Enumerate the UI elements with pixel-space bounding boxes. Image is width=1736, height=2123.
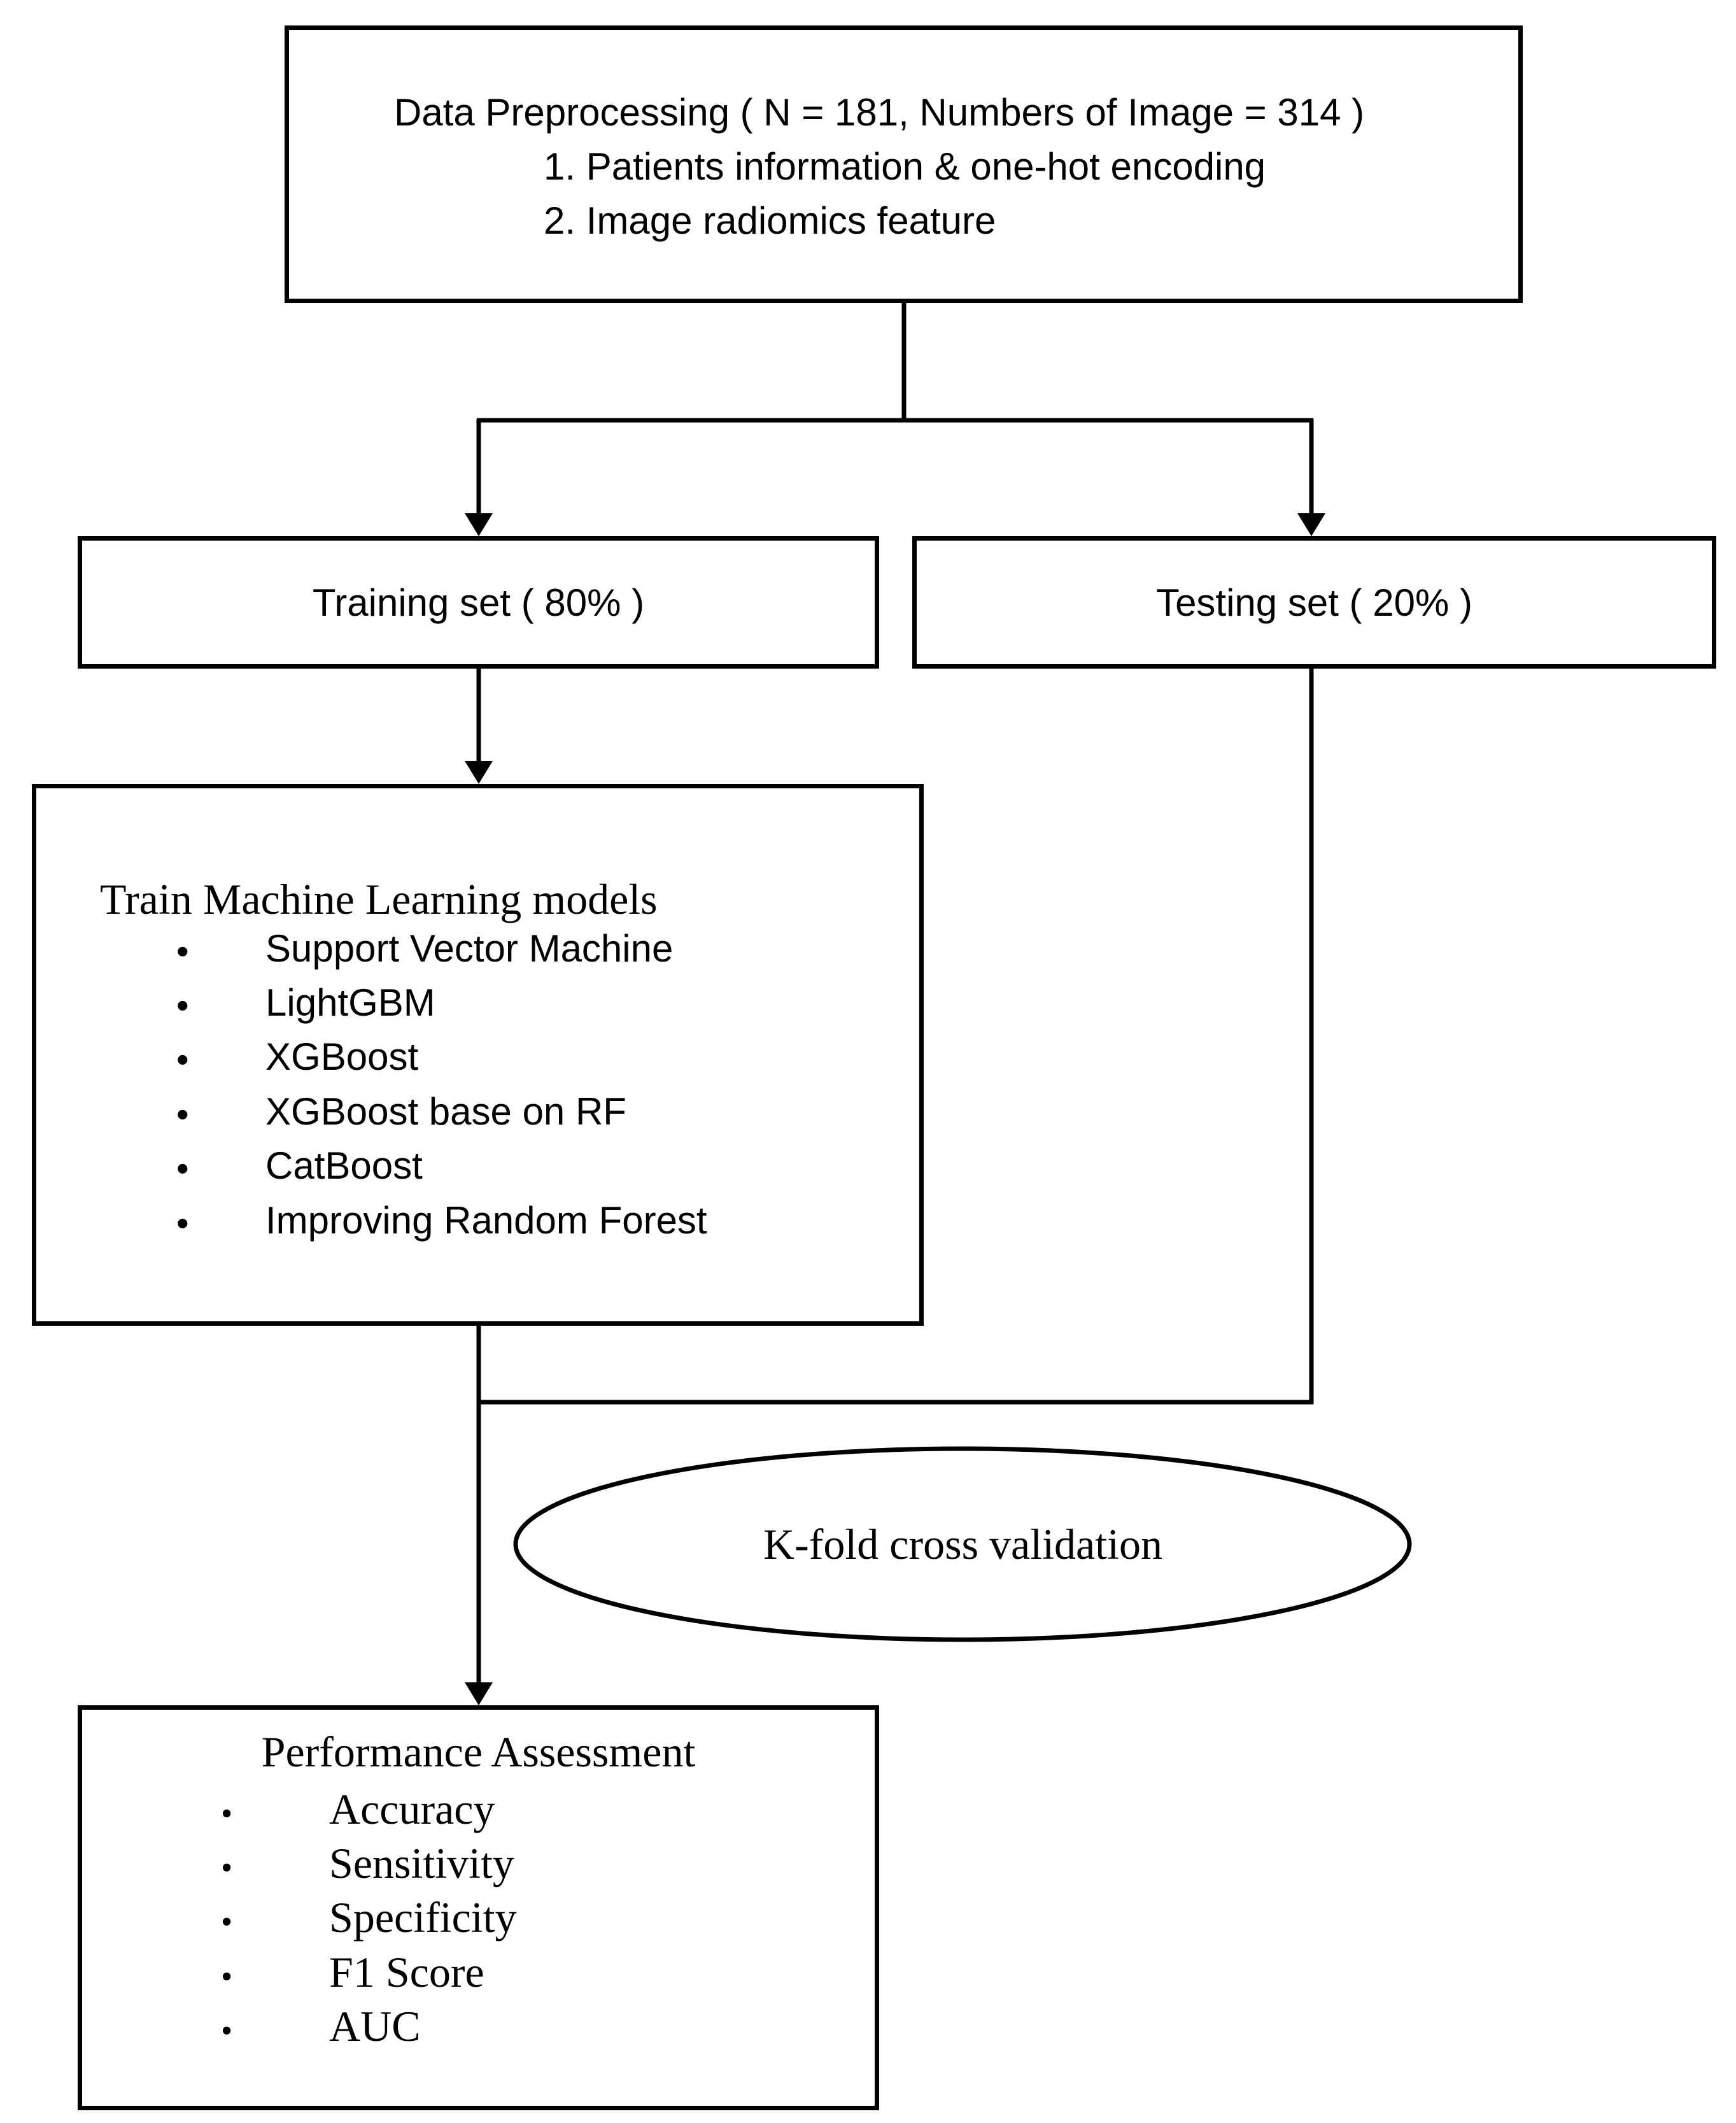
bullet-icon: • [176,1094,189,1134]
model-item: Improving Random Forest [265,1199,707,1242]
preprocessing-item: 2. Image radiomics feature [544,199,996,242]
models-title: Train Machine Learning models [100,875,658,923]
bullet-icon: • [221,1904,233,1940]
bullet-icon: • [176,931,189,971]
performance-box: Performance Assessment • Accuracy • Sens… [78,1705,879,2110]
bullet-icon: • [221,2013,233,2049]
kfold-label: K-fold cross validation [763,1520,1162,1568]
bullet-icon: • [176,985,189,1025]
testing-set-box: Testing set ( 20% ) [912,536,1716,669]
model-item: CatBoost [265,1144,423,1187]
arrow-to-training [465,513,493,536]
bullet-icon: • [221,1796,233,1832]
models-box: Train Machine Learning models • Support … [32,784,924,1326]
arrow-to-models [465,761,493,784]
metric-item: Accuracy [329,1785,495,1833]
metric-item: F1 Score [329,1948,484,1996]
preprocessing-item: 1. Patients information & one-hot encodi… [544,145,1266,188]
model-item: XGBoost [265,1035,419,1078]
preprocessing-box: Data Preprocessing ( N = 181, Numbers of… [285,25,1523,303]
preprocessing-title: Data Preprocessing ( N = 181, Numbers of… [394,91,1365,134]
training-set-label: Training set ( 80% ) [312,581,645,624]
model-item: XGBoost base on RF [265,1090,626,1133]
bullet-icon: • [176,1148,189,1188]
model-item: Support Vector Machine [265,927,674,970]
arrow-to-performance [465,1682,493,1705]
bullet-icon: • [221,1959,233,1995]
arrow-to-testing [1297,513,1325,536]
performance-title: Performance Assessment [261,1728,696,1776]
model-item: LightGBM [265,981,435,1024]
bullet-icon: • [176,1203,189,1243]
metric-item: Sensitivity [329,1839,514,1887]
testing-set-label: Testing set ( 20% ) [1156,581,1472,624]
kfold-ellipse [513,1446,1412,1642]
bullet-icon: • [221,1850,233,1886]
training-set-box: Training set ( 80% ) [78,536,879,669]
bullet-icon: • [176,1039,189,1079]
metric-item: AUC [329,2002,421,2050]
metric-item: Specificity [329,1893,517,1942]
